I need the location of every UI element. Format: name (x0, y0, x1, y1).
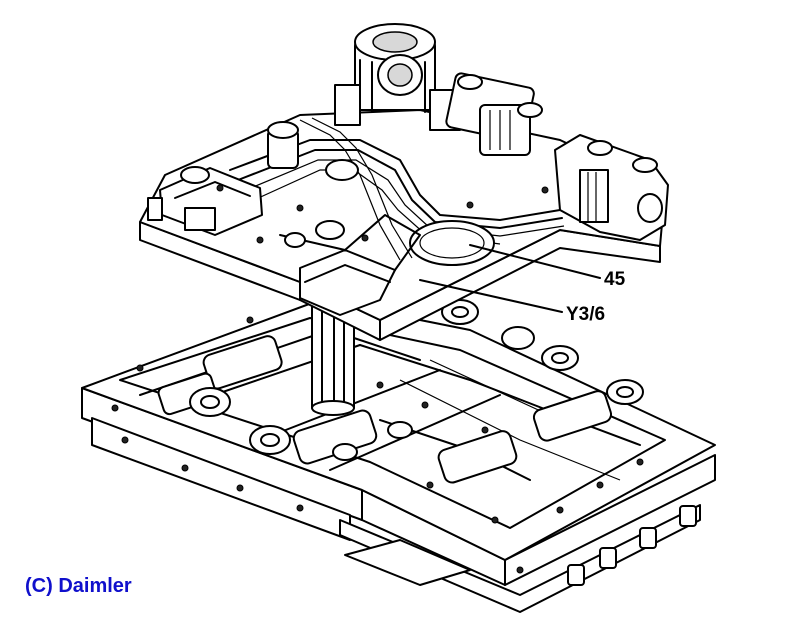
upper-control-plate (139, 23, 669, 341)
leader-lines (419, 244, 601, 313)
part-label-45: 45 (604, 269, 626, 290)
part-label-y3-6: Y3/6 (566, 304, 606, 325)
leader-line-45 (469, 244, 601, 279)
copyright-notice: (C) Daimler (25, 575, 132, 597)
connector-tube (311, 299, 355, 416)
lower-valve-plate (81, 299, 716, 613)
leader-line-y3-6 (419, 279, 563, 313)
